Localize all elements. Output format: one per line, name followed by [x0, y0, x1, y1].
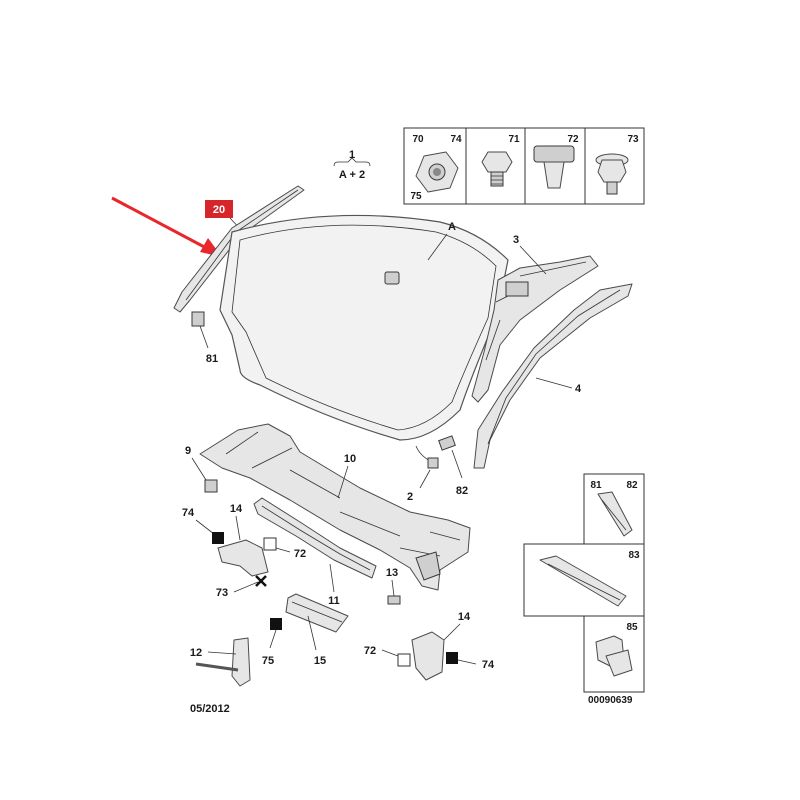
reference-number: 00090639 — [588, 695, 633, 706]
callout-4: 4 — [575, 383, 582, 395]
part-4-pillar-trim — [473, 283, 633, 469]
fastener-71: 71 — [508, 134, 520, 145]
callout-2: 2 — [407, 491, 413, 503]
part-12-bracket — [231, 637, 251, 687]
part-10-scuttle-panel — [199, 423, 471, 591]
part-11-grille-strip — [253, 497, 377, 579]
side-82: 82 — [626, 480, 638, 491]
callout-20-highlight: 20 — [205, 200, 244, 233]
callout-15: 15 — [314, 655, 326, 667]
side-detail-boxes: 81 82 83 85 — [523, 473, 645, 693]
callout-10: 10 — [344, 453, 356, 465]
callout-14-left: 14 — [230, 503, 243, 515]
part-14-left-bracket — [217, 539, 269, 577]
open-square-72-right-icon — [397, 653, 411, 667]
callout-13: 13 — [386, 567, 398, 579]
callout-74-right: 74 — [482, 659, 495, 671]
fastener-72: 72 — [567, 134, 579, 145]
callout-20: 20 — [213, 204, 225, 216]
flange-bolt-icon — [597, 159, 627, 183]
callout-73: 73 — [216, 587, 228, 599]
square-nut-74-right-icon — [446, 652, 458, 664]
callout-9: 9 — [185, 445, 191, 457]
clip-81 — [191, 311, 205, 327]
cross-73-icon — [255, 575, 267, 587]
callout-A: A — [448, 221, 456, 233]
callout-72-left: 72 — [294, 548, 306, 560]
clip-2 — [427, 457, 439, 469]
callout-1-label: 1 — [349, 149, 355, 161]
open-square-72-icon — [263, 537, 277, 551]
side-85: 85 — [626, 622, 638, 633]
callout-81: 81 — [206, 353, 218, 365]
fastener-74: 74 — [450, 134, 462, 145]
callout-14-right: 14 — [458, 611, 471, 623]
windscreen-moulding-strip — [173, 185, 305, 313]
fastener-75: 75 — [410, 191, 422, 202]
side-81: 81 — [590, 480, 602, 491]
callout-11: 11 — [328, 595, 340, 607]
side-83: 83 — [628, 550, 640, 561]
callout-3: 3 — [513, 234, 519, 246]
part-14-right-bracket — [411, 631, 445, 681]
mirror-mount — [384, 271, 400, 285]
clip-icon — [533, 145, 575, 163]
fastener-70: 70 — [412, 134, 424, 145]
callout-82: 82 — [456, 485, 468, 497]
windscreen-glass — [219, 214, 509, 441]
highlight-box — [205, 200, 233, 218]
callout-72-right: 72 — [364, 645, 376, 657]
part-3-bracket — [471, 255, 599, 403]
clip-13 — [387, 595, 401, 605]
clip-82 — [438, 435, 456, 451]
part-15-panel — [285, 593, 349, 633]
callout-1: 1 A + 2 — [333, 149, 371, 181]
callout-12: 12 — [190, 647, 202, 659]
callout-74-left: 74 — [182, 507, 195, 519]
square-nut-74-icon — [212, 532, 224, 544]
square-nut-75-icon — [270, 618, 282, 630]
callout-75: 75 — [262, 655, 274, 667]
callout-1-sub-label: A + 2 — [339, 169, 365, 181]
fastener-box: 70 74 75 71 72 73 — [403, 127, 645, 205]
clip-9 — [204, 479, 218, 493]
fastener-73: 73 — [627, 134, 639, 145]
date-stamp: 05/2012 — [190, 703, 230, 715]
bolt-icon — [481, 151, 513, 173]
